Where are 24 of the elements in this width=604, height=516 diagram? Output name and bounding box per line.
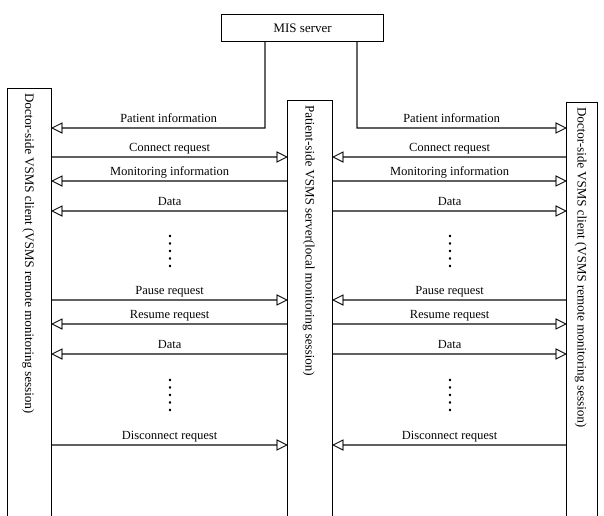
arrow <box>333 318 566 330</box>
arrow <box>52 294 288 306</box>
node-label: Doctor-side VSMS client (VSMS remote monitoring session) <box>576 107 588 428</box>
component-column <box>7 88 52 516</box>
arrow <box>52 42 266 134</box>
arrow <box>52 348 287 360</box>
arrow <box>52 152 288 162</box>
arrow <box>333 206 566 216</box>
arrow <box>52 440 288 450</box>
node-label: Doctor-side VSMS client (VSMS remote monitoring session) <box>23 93 36 414</box>
arrow <box>52 318 287 330</box>
arrow <box>333 176 566 186</box>
node-label: Patient-side VSMS server(local monitoring session) <box>304 105 316 376</box>
arrow <box>332 294 566 306</box>
arrow <box>332 440 566 450</box>
component-column <box>566 102 598 516</box>
component-column <box>287 100 333 516</box>
server-box <box>221 14 384 42</box>
arrow <box>356 42 566 134</box>
arrow <box>332 152 566 162</box>
arrow <box>52 176 287 186</box>
arrow <box>52 206 287 216</box>
arrow <box>333 348 566 360</box>
node-label: MIS server <box>273 19 332 38</box>
